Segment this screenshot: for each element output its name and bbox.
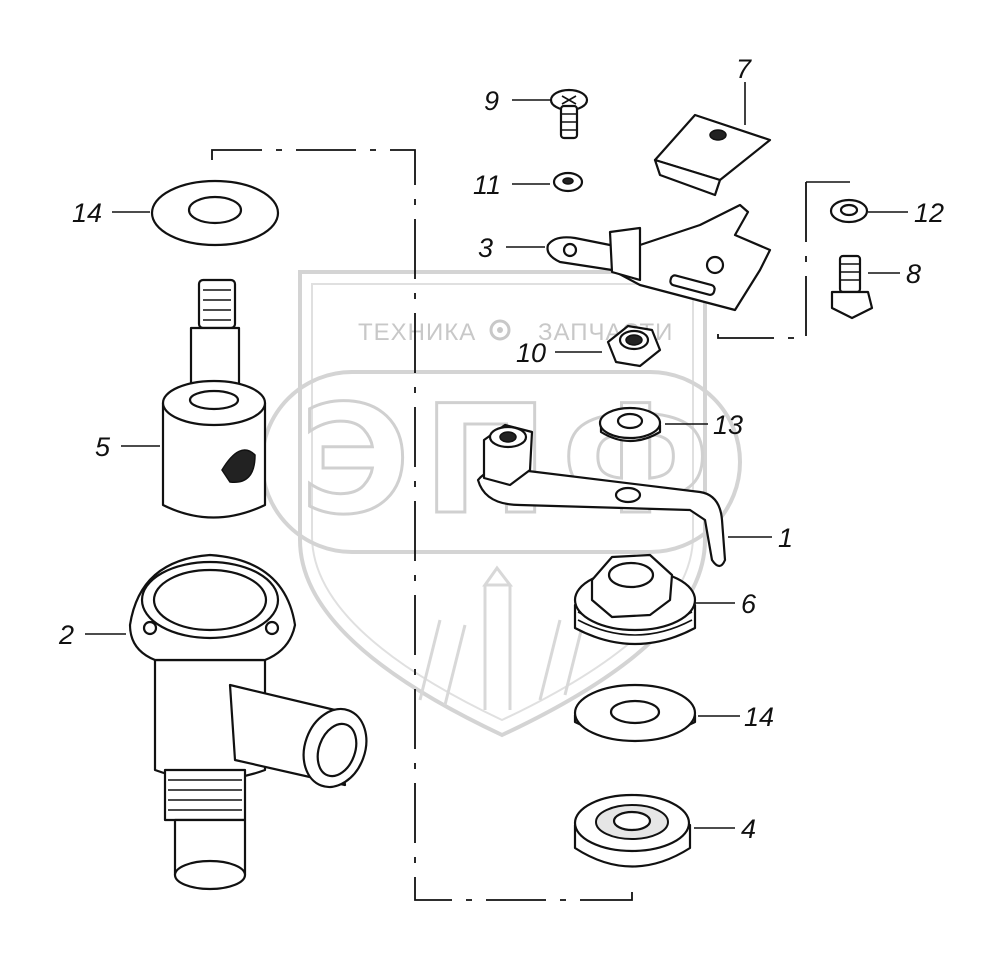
part-11-washer bbox=[552, 171, 584, 193]
leader-lines bbox=[85, 82, 908, 829]
gear-icon bbox=[489, 319, 511, 341]
callout-4: 4 bbox=[741, 814, 756, 844]
part-6-plug bbox=[573, 553, 697, 646]
part-4-seal bbox=[573, 793, 692, 868]
assembly-lines bbox=[211, 149, 850, 901]
callout-13: 13 bbox=[713, 410, 743, 440]
part-12-washer bbox=[829, 198, 869, 224]
callout-1: 1 bbox=[778, 523, 793, 553]
watermark-shield bbox=[298, 270, 707, 738]
callout-12: 12 bbox=[914, 198, 944, 228]
part-9-screw bbox=[549, 88, 589, 140]
part-7-clip bbox=[653, 113, 772, 197]
callout-labels: 9 7 11 12 3 8 10 13 1 6 14 4 14 5 2 bbox=[58, 54, 944, 844]
callout-10: 10 bbox=[516, 338, 546, 368]
wheat-ears-icon bbox=[418, 565, 587, 710]
part-10-nut bbox=[606, 324, 662, 368]
part-2-valve-body bbox=[128, 553, 368, 891]
part-8-bolt bbox=[830, 254, 874, 320]
part-1-lever bbox=[476, 423, 727, 568]
callout-7: 7 bbox=[736, 54, 752, 84]
part-14-washer-bottom bbox=[573, 683, 697, 743]
callout-6: 6 bbox=[741, 589, 757, 619]
watermark-left-text: ТЕХНИКА bbox=[358, 319, 476, 346]
callout-9: 9 bbox=[484, 86, 499, 116]
callout-14-left: 14 bbox=[72, 198, 102, 228]
callout-2: 2 bbox=[58, 620, 74, 650]
callout-3: 3 bbox=[478, 233, 493, 263]
part-3-bracket bbox=[546, 203, 772, 312]
callout-14-right: 14 bbox=[744, 702, 774, 732]
callout-11: 11 bbox=[473, 170, 501, 200]
part-13-lock-washer bbox=[598, 406, 662, 442]
part-5-valve-plug bbox=[161, 278, 267, 519]
callout-8: 8 bbox=[906, 259, 921, 289]
callout-5: 5 bbox=[95, 432, 111, 462]
watermark-shield-inner bbox=[311, 283, 694, 722]
part-14-washer-top bbox=[150, 179, 280, 247]
